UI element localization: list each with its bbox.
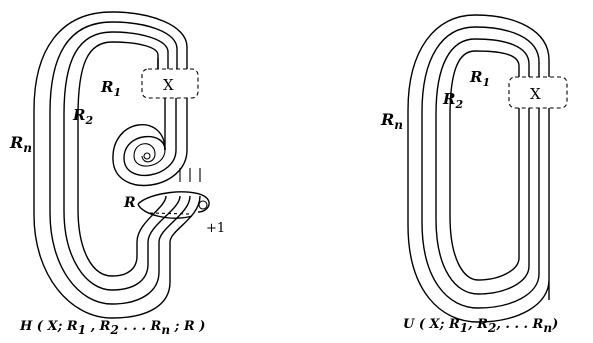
strand-3-right <box>421 26 540 309</box>
r-loop <box>137 191 210 219</box>
caption-right: U ( X; R1, R2, . . . Rn) <box>403 317 558 335</box>
label-r1-right: R1 <box>469 68 490 89</box>
right-diagram: X R1 R2 Rn U ( X; R1, R2, . . . Rn) <box>380 14 568 335</box>
through-strand-2 <box>158 195 191 243</box>
label-r-left: R <box>123 195 136 211</box>
spiral <box>112 124 188 187</box>
strand-rn-right <box>407 14 550 323</box>
box-x-right <box>508 76 568 109</box>
label-rn-right: Rn <box>380 110 403 132</box>
caption-left: H ( X; R1 , R2 . . . Rn ; R ) <box>19 319 205 337</box>
strand-r1-left <box>77 41 159 277</box>
strand-r2-right <box>435 38 530 295</box>
box-x-label-right: X <box>530 85 541 103</box>
strand-r1-right <box>449 50 520 281</box>
label-r2-right: R2 <box>442 90 463 111</box>
framing-label: +1 <box>206 221 225 236</box>
through-strand-4 <box>136 195 167 243</box>
left-diagram: X R1 R2 Rn R +1 H ( X; R1 , R2 . . . Rn … <box>9 11 225 337</box>
strand-3-left <box>49 21 178 305</box>
through-strand-3 <box>169 195 201 243</box>
box-x-left <box>141 68 199 99</box>
label-rn-left: Rn <box>9 133 32 155</box>
strand-r2-left <box>63 31 169 291</box>
label-r1-left: R1 <box>100 78 121 99</box>
label-r2-left: R2 <box>72 106 93 127</box>
strand-rn-left <box>33 11 188 319</box>
box-x-label-left: X <box>163 76 174 94</box>
